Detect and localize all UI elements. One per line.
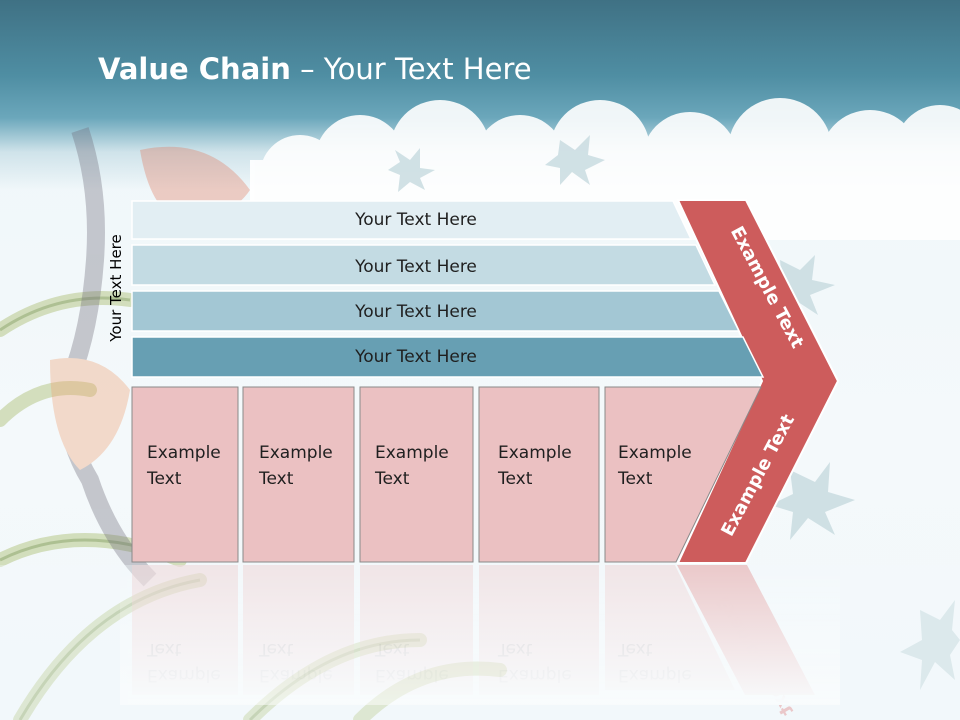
primary-cell-5-line1: Example [618, 443, 692, 463]
support-bar-1 [131, 200, 693, 240]
title-rest: – Your Text Here [290, 52, 532, 86]
chevron-arrow [676, 199, 840, 564]
support-bar-3-label: Your Text Here [354, 302, 477, 322]
primary-cell-2-line1: Example [259, 443, 333, 463]
title-bold: Value Chain [98, 52, 291, 86]
primary-cell-4-line2: Text [497, 469, 533, 489]
slide-title: Value Chain – Your Text Here [98, 52, 532, 86]
support-bar-4 [131, 336, 765, 378]
primary-cell-2-line2: Text [258, 469, 294, 489]
diagram-reflection: Example Text Example Text Example Text E… [120, 565, 840, 720]
primary-cell-3 [359, 386, 474, 563]
side-label: Your Text Here [107, 234, 125, 342]
primary-cell-3-line2: Text [374, 469, 410, 489]
primary-cell-4 [478, 386, 600, 563]
primary-cell-5 [604, 386, 762, 563]
support-bar-1-label: Your Text Here [354, 210, 477, 230]
primary-cell-1-line2: Text [146, 469, 182, 489]
support-bar-3 [131, 290, 741, 332]
primary-cell-1-line1: Example [147, 443, 221, 463]
support-bar-2 [131, 244, 717, 286]
primary-cell-5-line2: Text [617, 469, 653, 489]
primary-cell-2 [242, 386, 355, 563]
primary-cell-3-line1: Example [375, 443, 449, 463]
support-bar-2-label: Your Text Here [354, 257, 477, 277]
primary-cell-4-line1: Example [498, 443, 572, 463]
primary-cell-1 [131, 386, 239, 563]
support-bar-4-label: Your Text Here [354, 347, 477, 367]
